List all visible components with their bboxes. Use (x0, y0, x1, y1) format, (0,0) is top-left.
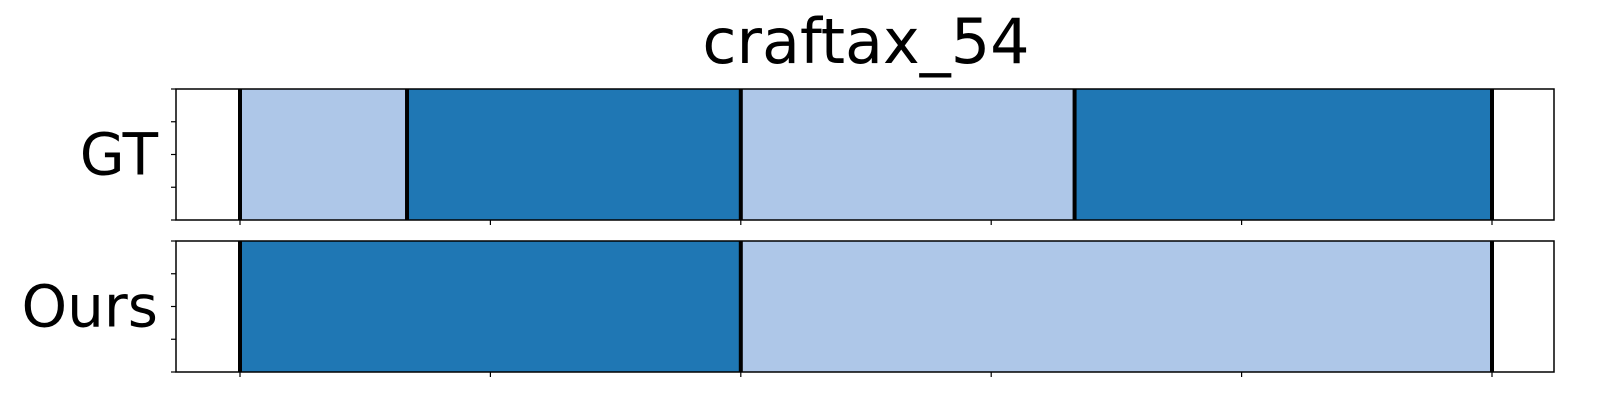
row-label-gt: GT (80, 121, 159, 189)
segment-gt-2 (407, 89, 741, 220)
segment-gt-3 (740, 89, 1075, 220)
row-label-ours: Ours (22, 273, 158, 341)
panel-gt: GT (80, 88, 1555, 225)
segment-ours-1 (240, 241, 741, 372)
panels: GT Ours (22, 88, 1555, 377)
panel-ours: Ours (22, 240, 1555, 377)
segment-gt-1 (240, 89, 408, 220)
chart-title: craftax_54 (702, 5, 1029, 78)
segment-gt-4 (1074, 89, 1492, 220)
segment-ours-2 (740, 241, 1492, 372)
